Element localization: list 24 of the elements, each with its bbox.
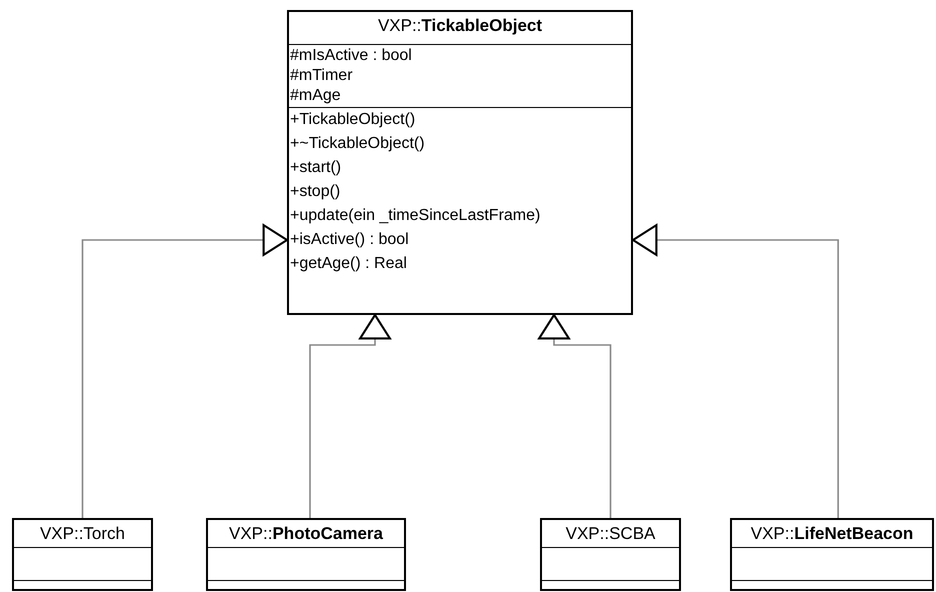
attribute-text: #mTimer [289, 66, 353, 86]
generalization-arrow [538, 314, 612, 518]
class-box [287, 10, 633, 315]
class-box [12, 518, 153, 591]
method-text: +stop() [289, 182, 340, 202]
method-text: +TickableObject() [289, 110, 416, 130]
attribute-text: #mIsActive : bool [289, 46, 412, 66]
method-text: +isActive() : bool [289, 230, 409, 250]
method-text: +update(ein _timeSinceLastFrame) [289, 206, 540, 226]
class-name: VXP::PhotoCamera [228, 523, 384, 545]
generalization-arrow [632, 224, 839, 518]
method-text: +getAge() : Real [289, 254, 407, 274]
method-text: +~TickableObject() [289, 134, 425, 154]
class-name: VXP::TickableObject [376, 15, 544, 37]
class-name: VXP::LifeNetBeacon [750, 523, 914, 545]
class-box [540, 518, 681, 591]
generalization-arrow [82, 224, 288, 518]
class-name: VXP::Torch [38, 523, 126, 545]
class-box [206, 518, 406, 591]
class-name: VXP::SCBA [564, 523, 656, 545]
attribute-text: #mAge [289, 86, 341, 106]
method-text: +start() [289, 158, 342, 178]
class-box [730, 518, 934, 591]
generalization-arrow [309, 314, 391, 518]
